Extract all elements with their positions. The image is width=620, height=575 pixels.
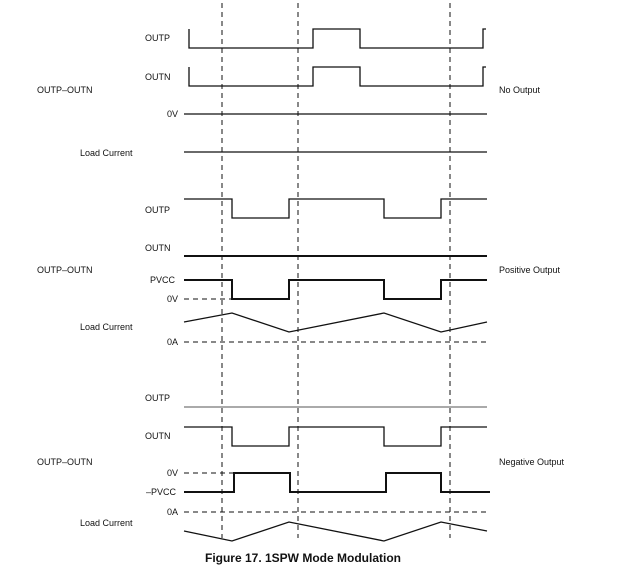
load-current-label: Load Current	[80, 322, 133, 332]
outp-label: OUTP	[145, 205, 170, 215]
neg-pvcc-label: –PVCC	[146, 487, 177, 497]
outn-label: OUTN	[145, 431, 171, 441]
zero-amp-label: 0A	[167, 337, 178, 347]
outp-waveform	[184, 198, 487, 219]
mode-label: Positive Output	[499, 265, 561, 275]
outp-label: OUTP	[145, 33, 170, 43]
diff-label: OUTP–OUTN	[37, 85, 93, 95]
diff-waveform	[184, 279, 487, 300]
zero-volt-label: 0V	[167, 294, 178, 304]
zero-volt-label: 0V	[167, 109, 178, 119]
outn-label: OUTN	[145, 243, 171, 253]
diff-waveform	[184, 472, 490, 493]
panel-negative-output: OUTP OUTN OUTP–OUTN Negative Output 0V –…	[37, 393, 565, 542]
diff-label: OUTP–OUTN	[37, 457, 93, 467]
outp-waveform	[188, 28, 486, 49]
load-current-waveform	[183, 312, 488, 333]
zero-amp-label: 0A	[167, 507, 178, 517]
diff-label: OUTP–OUTN	[37, 265, 93, 275]
load-current-label: Load Current	[80, 518, 133, 528]
pvcc-label: PVCC	[150, 275, 176, 285]
load-current-label: Load Current	[80, 148, 133, 158]
panel-positive-output: OUTP OUTN OUTP–OUTN Positive Output PVCC…	[37, 198, 561, 347]
zero-volt-label: 0V	[167, 468, 178, 478]
mode-label: Negative Output	[499, 457, 565, 467]
mode-label: No Output	[499, 85, 541, 95]
load-current-waveform	[183, 521, 488, 542]
outn-waveform	[184, 426, 487, 447]
panel-no-output: OUTP OUTN OUTP–OUTN No Output 0V Load Cu…	[37, 28, 541, 158]
outp-label: OUTP	[145, 393, 170, 403]
figure-caption: Figure 17. 1SPW Mode Modulation	[205, 551, 401, 565]
outn-waveform	[188, 66, 486, 87]
outn-label: OUTN	[145, 72, 171, 82]
